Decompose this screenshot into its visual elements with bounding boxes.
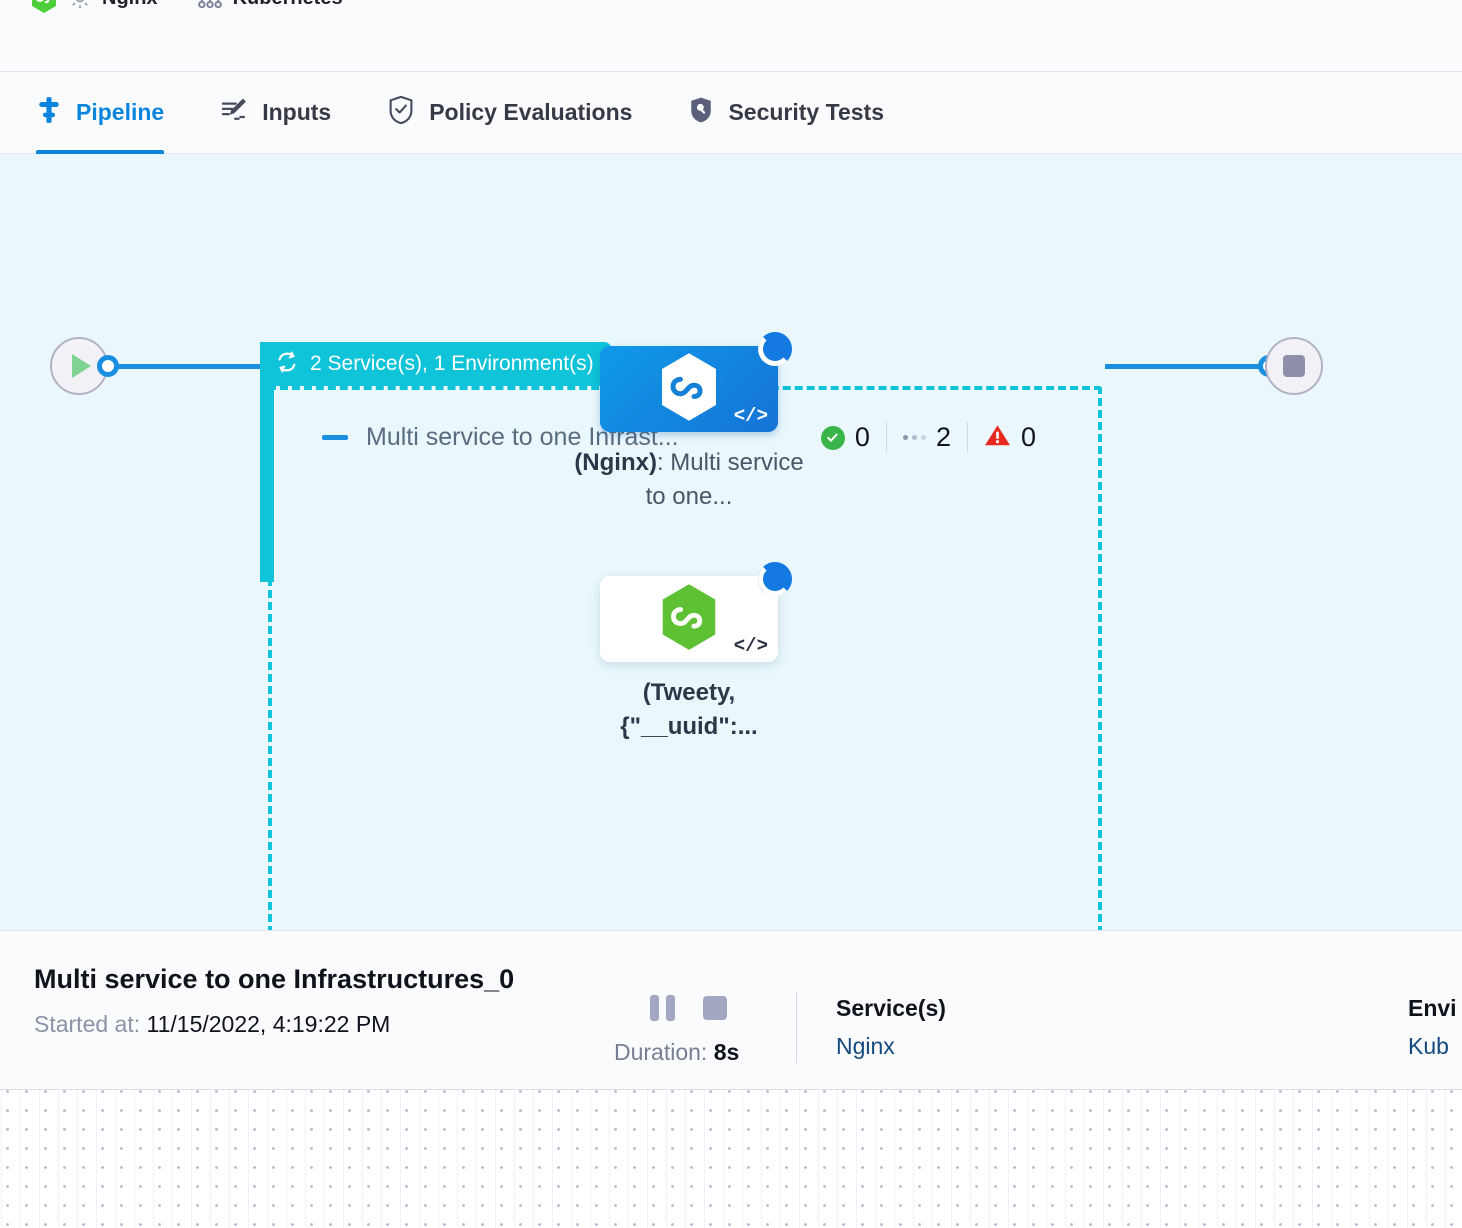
node-card[interactable]: </> <box>600 562 792 662</box>
check-circle-icon <box>820 425 845 450</box>
shield-check-icon <box>387 95 415 130</box>
code-brackets-icon[interactable]: </> <box>733 635 768 657</box>
pipeline-canvas[interactable]: 2 Service(s), 1 Environment(s) Multi ser… <box>0 154 1462 930</box>
tab-label: Policy Evaluations <box>429 99 633 125</box>
service-node-nginx[interactable]: </> (Nginx): Multi service to one... <box>574 332 804 514</box>
minus-icon[interactable] <box>322 435 348 440</box>
counter-error: 0 <box>966 422 1052 453</box>
breadcrumb: Nginx Kubernetes <box>30 0 343 14</box>
dots-pending-icon <box>902 435 926 440</box>
group-badge[interactable]: 2 Service(s), 1 Environment(s) <box>260 342 612 386</box>
duration: Duration: 8s <box>614 1039 739 1066</box>
tab-bar: Pipeline Inputs Policy Evaluations <box>0 72 1462 154</box>
meta-value-link[interactable]: Nginx <box>836 1033 895 1059</box>
started-at: Started at: 11/15/2022, 4:19:22 PM <box>34 1011 390 1038</box>
pipeline-end-node[interactable] <box>1265 337 1323 395</box>
duration-label: Duration: <box>614 1039 708 1065</box>
meta-services: Service(s) Nginx <box>836 995 946 1060</box>
node-label-bold: (Tweety, {"__uuid":... <box>620 679 758 741</box>
tab-policy-evaluations[interactable]: Policy Evaluations <box>387 72 660 154</box>
page-title: Multi service to one Infrastructures_0 <box>34 964 515 994</box>
duration-value: 8s <box>713 1039 740 1065</box>
spinner-running-icon <box>758 562 792 596</box>
started-at-value: 11/15/2022, 4:19:22 PM <box>146 1011 391 1037</box>
counter-value: 0 <box>1020 422 1036 452</box>
counter-value: 2 <box>935 422 951 452</box>
node-label-bold: (Nginx) <box>574 449 657 476</box>
node-label: (Tweety, {"__uuid":... <box>574 676 804 744</box>
meta-value-link[interactable]: Kub <box>1408 1033 1449 1059</box>
breadcrumb-item-service[interactable]: Nginx <box>30 0 158 14</box>
started-at-label: Started at: <box>34 1011 141 1037</box>
service-node-tweety[interactable]: </> (Tweety, {"__uuid":... <box>600 562 804 744</box>
breadcrumb-item-environment[interactable]: Kubernetes <box>196 0 343 12</box>
graph-grid-canvas[interactable] <box>0 1090 1462 1228</box>
tab-inputs[interactable]: Inputs <box>220 72 359 154</box>
meta-environments: Envi Kub <box>1408 995 1457 1060</box>
code-brackets-icon[interactable]: </> <box>733 405 768 427</box>
kubernetes-icon <box>196 0 224 12</box>
wire-start-to-group <box>116 364 266 369</box>
run-controls <box>650 995 727 1021</box>
stage-counters: 0 2 0 <box>805 422 1052 453</box>
breadcrumb-item-label: Nginx <box>102 0 158 10</box>
node-card[interactable]: </> <box>600 332 792 432</box>
shield-scan-icon <box>688 95 714 130</box>
tab-label: Pipeline <box>76 99 165 125</box>
counter-success: 0 <box>805 422 886 453</box>
loop-repeat-icon <box>274 349 300 380</box>
spinner-running-icon <box>758 332 792 366</box>
play-icon <box>72 354 91 378</box>
node-label-rest: : Multi service to one... <box>645 449 804 511</box>
harness-hexagon-icon <box>658 582 720 657</box>
pause-icon[interactable] <box>650 995 675 1021</box>
counter-value: 0 <box>854 422 870 452</box>
warning-triangle-icon <box>984 423 1011 453</box>
meta-label: Service(s) <box>836 995 946 1021</box>
group-badge-label: 2 Service(s), 1 Environment(s) <box>310 352 594 375</box>
divider <box>796 991 797 1063</box>
harness-hexagon-icon <box>30 0 58 14</box>
execution-detail-panel: Multi service to one Infrastructures_0 S… <box>0 930 1462 1090</box>
gear-icon <box>67 0 93 11</box>
stop-square-icon <box>1283 355 1305 377</box>
tab-pipeline[interactable]: Pipeline <box>36 72 192 154</box>
stop-icon[interactable] <box>703 996 727 1020</box>
meta-label: Envi <box>1408 995 1457 1021</box>
tab-label: Security Tests <box>728 99 884 125</box>
breadcrumb-item-label: Kubernetes <box>233 0 343 10</box>
group-accent-bar <box>260 342 274 582</box>
pencil-lines-icon <box>220 96 248 129</box>
breadcrumb-bar: Nginx Kubernetes <box>0 0 1462 72</box>
wire-group-to-end <box>1105 364 1265 369</box>
pipeline-icon <box>36 96 62 129</box>
harness-hexagon-icon <box>656 351 722 428</box>
tab-security-tests[interactable]: Security Tests <box>688 72 912 154</box>
node-label: (Nginx): Multi service to one... <box>574 446 804 514</box>
tab-label: Inputs <box>262 99 332 125</box>
counter-pending: 2 <box>885 422 967 453</box>
